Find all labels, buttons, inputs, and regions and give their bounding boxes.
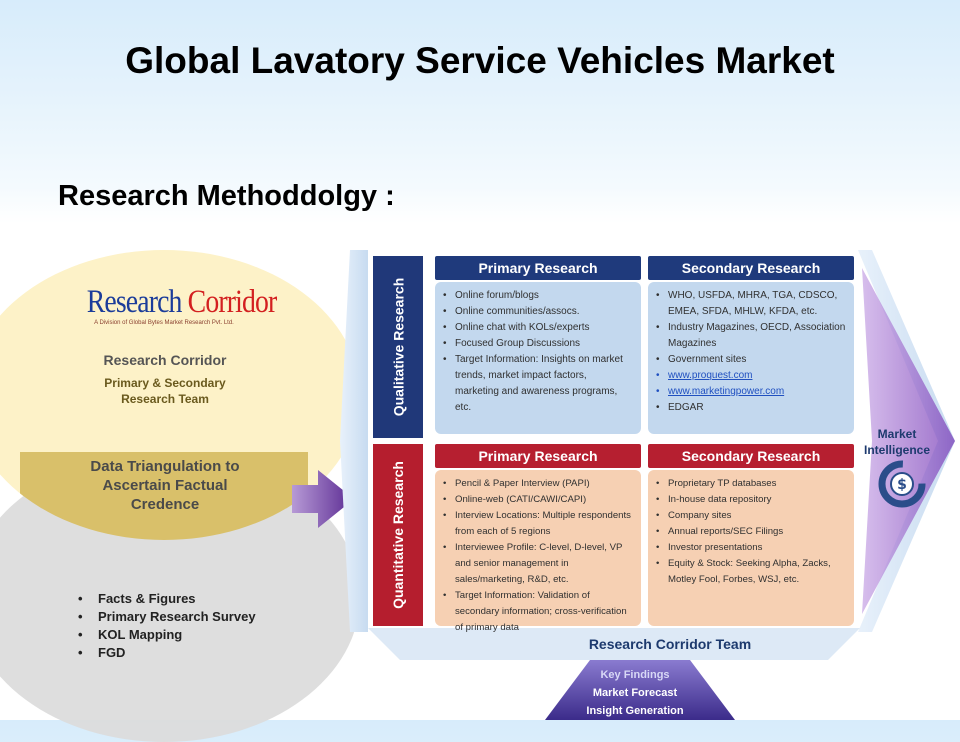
list-item: Annual reports/SEC Filings: [656, 524, 846, 540]
output-funnel: [545, 660, 735, 720]
list-item: Interviewee Profile: C-level, D-level, V…: [443, 540, 633, 588]
dollar-cycle-icon: $: [878, 460, 926, 508]
research-team-label: Research Corridor Team: [588, 636, 752, 652]
qual-primary-header: Primary Research: [435, 256, 641, 280]
list-item: Online chat with KOLs/experts: [443, 320, 633, 336]
quant-primary-box: Pencil & Paper Interview (PAPI) Online-w…: [435, 470, 641, 633]
list-item: Online-web (CATI/CAWI/CAPI): [443, 492, 633, 508]
list-item: WHO, USFDA, MHRA, TGA, CDSCO, EMEA, SFDA…: [656, 288, 846, 320]
list-item: Online forum/blogs: [443, 288, 633, 304]
list-item: In-house data repository: [656, 492, 846, 508]
list-item: Focused Group Discussions: [443, 336, 633, 352]
slide-title: Global Lavatory Service Vehicles Market: [125, 40, 835, 81]
list-item: KOL Mapping: [78, 626, 256, 644]
qual-primary-box: Online forum/blogs Online communities/as…: [435, 282, 641, 434]
proquest-link[interactable]: www.proquest.com: [656, 368, 846, 384]
list-item: FGD: [78, 644, 256, 662]
marketingpower-link[interactable]: www.marketingpower.com: [656, 384, 846, 400]
methodology-frame: [340, 250, 955, 720]
list-item: Equity & Stock: Seeking Alpha, Zacks, Mo…: [656, 556, 846, 588]
list-item: Proprietary TP databases: [656, 476, 846, 492]
list-item: EDGAR: [656, 400, 846, 416]
list-item: Pencil & Paper Interview (PAPI): [443, 476, 633, 492]
qualitative-band: Qualitative Research: [373, 256, 423, 438]
quant-primary-header: Primary Research: [435, 444, 641, 468]
list-item: Online communities/assocs.: [443, 304, 633, 320]
output-funnel-labels: Key Findings Market Forecast Insight Gen…: [555, 666, 715, 720]
list-item: Company sites: [656, 508, 846, 524]
list-item: Government sites: [656, 352, 846, 368]
quant-secondary-header: Secondary Research: [648, 444, 854, 468]
methodology-subtitle: Research Methoddolgy :: [58, 180, 395, 212]
list-item: Primary Research Survey: [78, 608, 256, 626]
flow-arrow-icon: [292, 470, 354, 528]
svg-text:$: $: [897, 477, 907, 493]
list-item: Target Information: Validation of second…: [443, 588, 633, 636]
team-name: Research Corridor: [103, 352, 227, 368]
triangulation-label: Data Triangulation to Ascertain Factual …: [90, 458, 240, 513]
research-corridor-logo: Research Corridor A Division of Global B…: [86, 284, 278, 326]
insight-generation-label: Insight Generation: [586, 705, 684, 717]
list-item: Facts & Figures: [78, 590, 256, 608]
list-item: Investor presentations: [656, 540, 846, 556]
list-item: Interview Locations: Multiple respondent…: [443, 508, 633, 540]
list-item: Industry Magazines, OECD, Association Ma…: [656, 320, 846, 352]
list-item: Target Information: Insights on market t…: [443, 352, 633, 416]
market-intelligence-label: Market Intelligence: [863, 427, 931, 457]
quantitative-band: Quantitative Research: [373, 444, 423, 626]
team-role: Primary & Secondary Research Team: [104, 376, 226, 406]
key-findings-label: Key Findings: [600, 669, 670, 681]
facts-list: Facts & Figures Primary Research Survey …: [78, 590, 256, 662]
qual-secondary-header: Secondary Research: [648, 256, 854, 280]
quant-secondary-box: Proprietary TP databases In-house data r…: [648, 470, 854, 626]
triangulation-overlap: [20, 452, 308, 544]
qual-secondary-box: WHO, USFDA, MHRA, TGA, CDSCO, EMEA, SFDA…: [648, 282, 854, 434]
market-forecast-label: Market Forecast: [592, 687, 678, 699]
